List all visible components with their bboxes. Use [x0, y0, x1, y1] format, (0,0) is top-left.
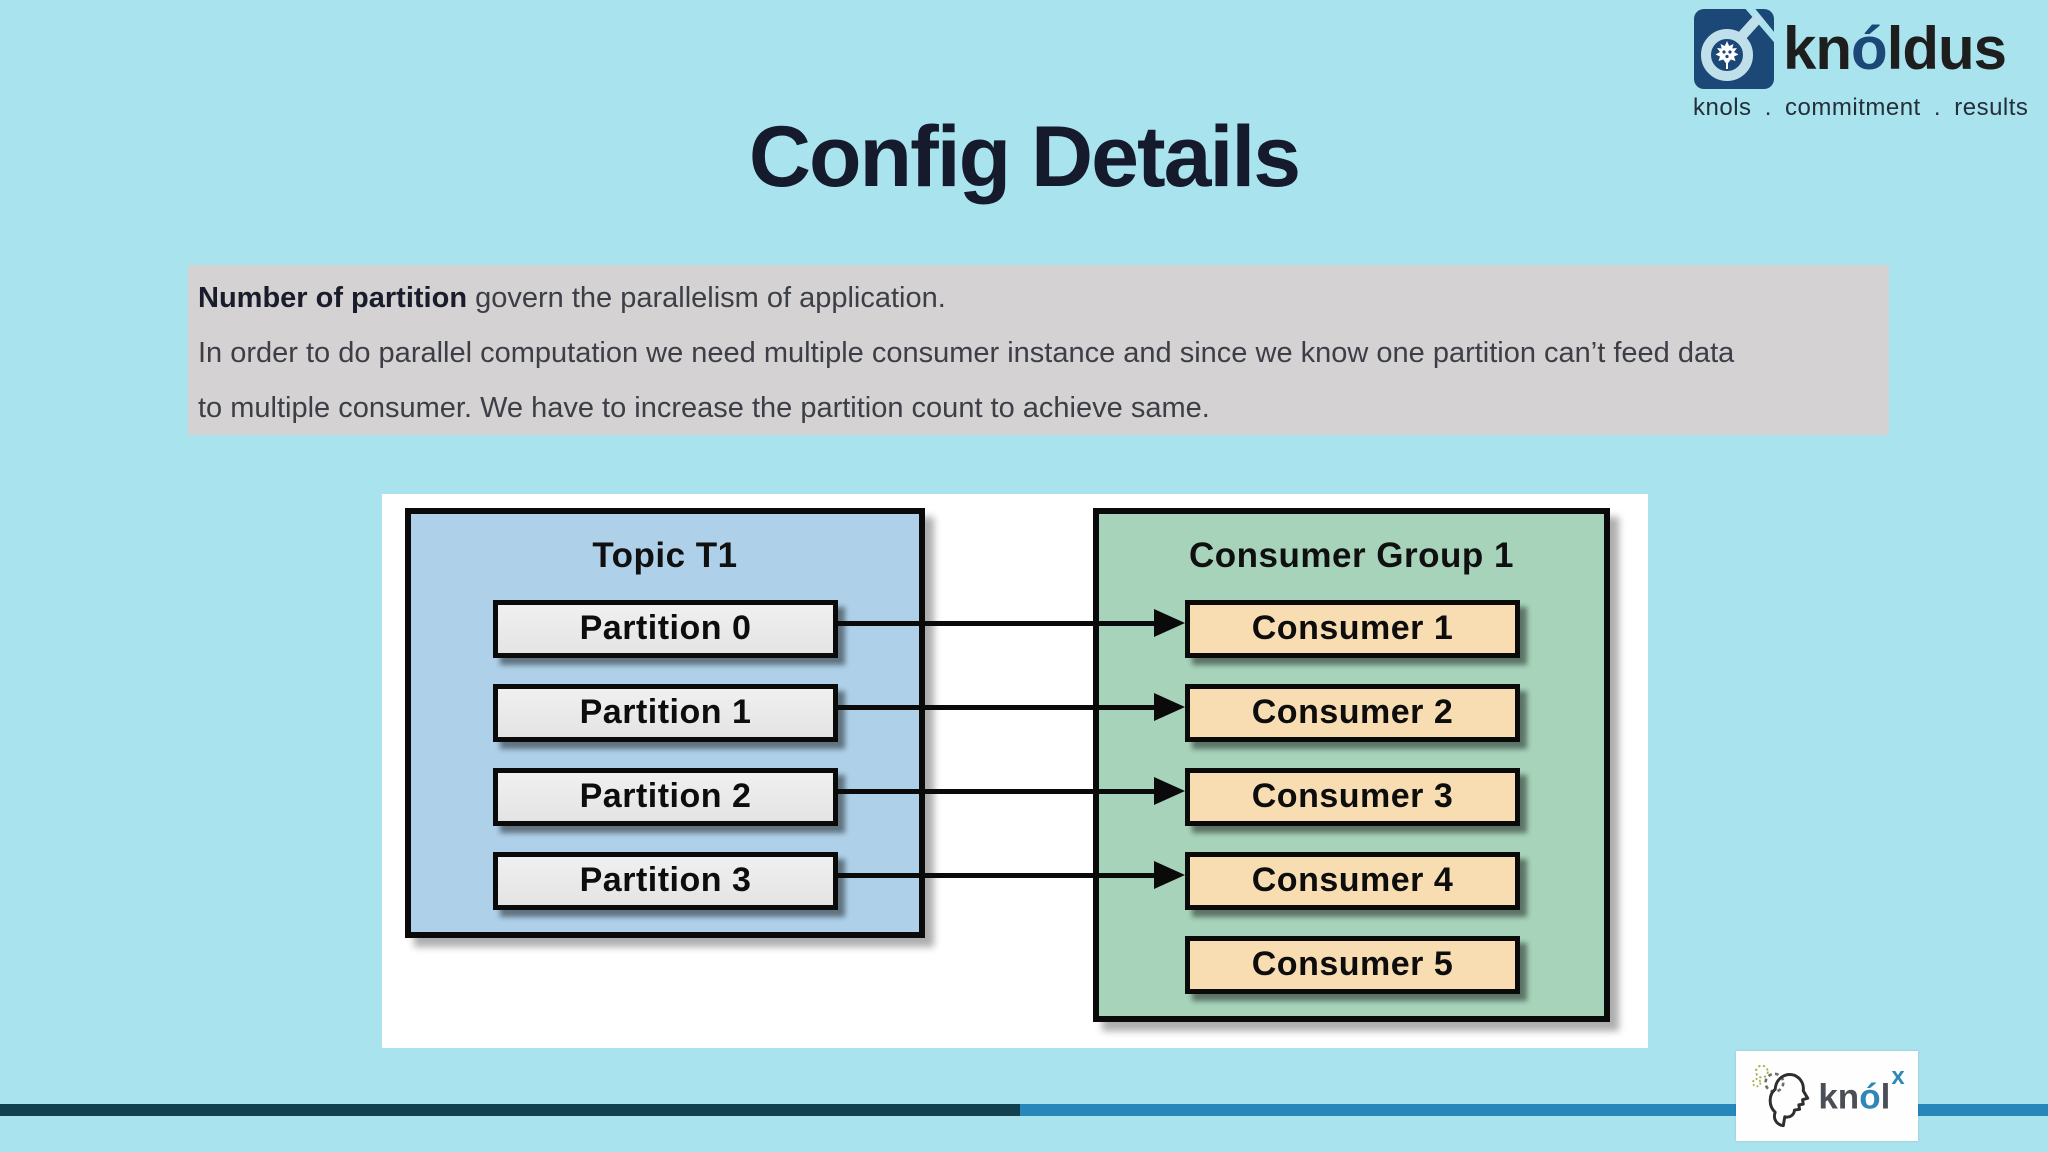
- footer-bar-dark: [0, 1104, 1020, 1116]
- arrow-head: [1154, 693, 1185, 721]
- note-line-1: Number of partition govern the paralleli…: [198, 282, 946, 314]
- knolx-head-icon: [1752, 1064, 1810, 1128]
- partition-box: Partition 0: [493, 600, 838, 658]
- arrow-head: [1154, 609, 1185, 637]
- partition-box: Partition 3: [493, 852, 838, 910]
- brand-wordmark: knóldus: [1783, 15, 2007, 82]
- arrow-line: [833, 621, 1158, 626]
- arrow-line: [833, 705, 1158, 710]
- consumer-group-box: Consumer Group 1 Consumer 1 Consumer 2 Con…: [1093, 508, 1610, 1022]
- consumer-box: Consumer 2: [1185, 684, 1520, 742]
- consumer-box: Consumer 1: [1185, 600, 1520, 658]
- consumer-box: Consumer 3: [1185, 768, 1520, 826]
- consumer-box: Consumer 4: [1185, 852, 1520, 910]
- topic-box: Topic T1 Partition 0 Partition 1 Partition…: [405, 508, 925, 938]
- maple-leaf-icon: [1715, 41, 1739, 65]
- knoldus-logo-icon: [1694, 8, 1775, 89]
- topic-title: Topic T1: [592, 536, 738, 575]
- partition-box: Partition 2: [493, 768, 838, 826]
- arrow-head: [1154, 861, 1185, 889]
- kafka-partition-consumer-diagram: Topic T1 Partition 0 Partition 1 Partition…: [382, 494, 1648, 1048]
- note-box: Number of partition govern the paralleli…: [188, 265, 1889, 435]
- note-line-2: In order to do parallel computation we n…: [198, 337, 1735, 369]
- arrow-line: [833, 873, 1158, 878]
- knoldus-brand: knóldus knols . commitment . results: [1693, 8, 2038, 130]
- consumer-group-title: Consumer Group 1: [1189, 536, 1514, 575]
- partition-box: Partition 1: [493, 684, 838, 742]
- arrow-line: [833, 789, 1158, 794]
- brand-tagline: knols . commitment . results: [1693, 94, 2029, 121]
- arrow-head: [1154, 777, 1185, 805]
- knolx-wordmark: knólx: [1818, 1063, 1905, 1117]
- knolx-x: x: [1891, 1063, 1905, 1091]
- note-line-3: to multiple consumer. We have to increas…: [198, 392, 1210, 424]
- knolx-logo: knólx: [1736, 1051, 1918, 1141]
- page-title: Config Details: [748, 108, 1301, 205]
- consumer-box: Consumer 5: [1185, 936, 1520, 994]
